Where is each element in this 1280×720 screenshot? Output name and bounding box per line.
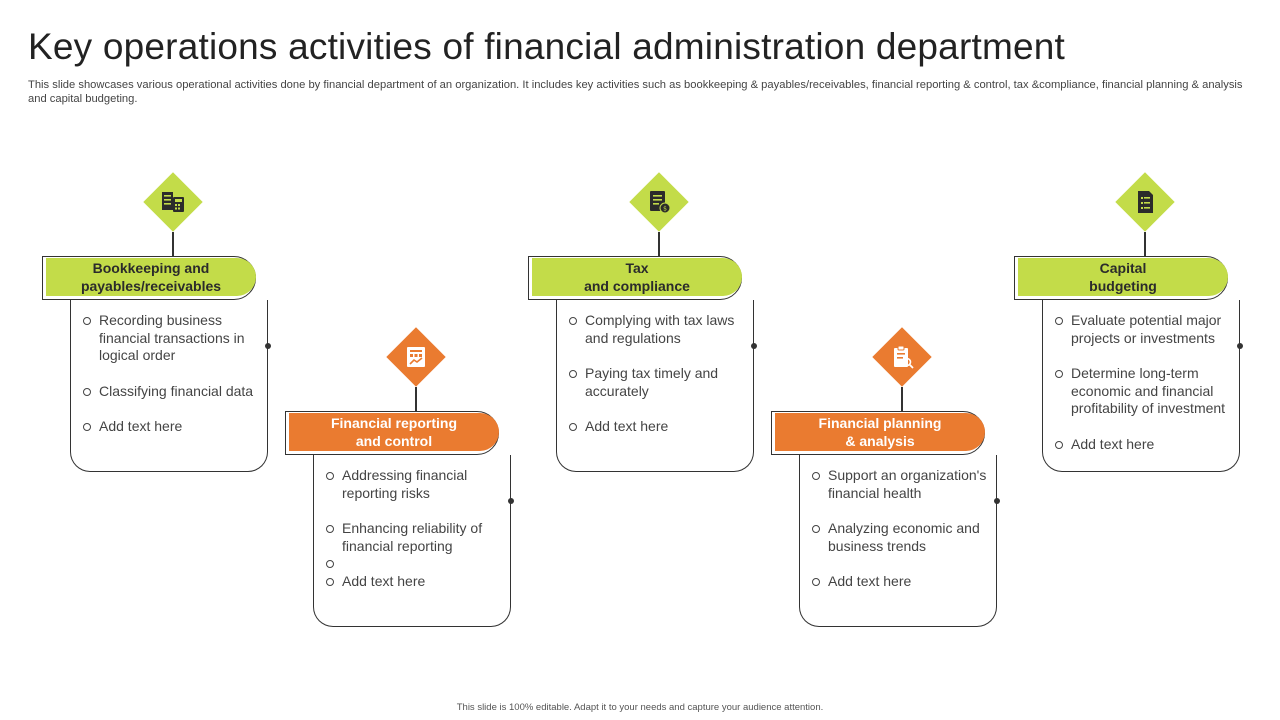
list-item: Classifying financial data	[81, 383, 269, 401]
svg-text:$: $	[663, 206, 667, 213]
planning-clipboard-icon	[872, 327, 932, 387]
tax-document-icon: $	[629, 172, 689, 232]
activity-card-financial-reporting: Financial reporting and control Addressi…	[285, 327, 525, 627]
activity-card-tax: $ Tax and compliance Complying with tax …	[528, 172, 768, 472]
activity-bullet-list: Addressing financial reporting risks Enh…	[324, 467, 512, 608]
activity-card-financial-planning: Financial planning & analysis Support an…	[771, 327, 1011, 627]
activity-card-capital-budgeting: Capital budgeting Evaluate potential maj…	[1014, 172, 1254, 472]
list-item	[324, 555, 512, 573]
activity-body: Complying with tax laws and regulations …	[556, 300, 757, 472]
activity-bullet-list: Evaluate potential major projects or inv…	[1053, 312, 1241, 471]
ledger-calculator-icon	[143, 172, 203, 232]
activity-bullet-list: Complying with tax laws and regulations …	[567, 312, 755, 454]
list-item: Complying with tax laws and regulations	[567, 312, 755, 347]
connector-dot	[1237, 343, 1243, 349]
activity-heading: Capital budgeting	[1018, 258, 1228, 296]
slide-title: Key operations activities of financial a…	[28, 26, 1066, 67]
footer-note: This slide is 100% editable. Adapt it to…	[456, 702, 824, 713]
list-item: Enhancing reliability of financial repor…	[324, 520, 512, 555]
activity-heading: Bookkeeping and payables/receivables	[46, 258, 256, 296]
activity-heading: Financial reporting and control	[289, 413, 499, 451]
connector-dot	[994, 498, 1000, 504]
activity-body: Support an organization's financial heal…	[799, 455, 1000, 627]
activity-bullet-list: Support an organization's financial heal…	[810, 467, 998, 609]
list-item: Analyzing economic and business trends	[810, 520, 998, 555]
connector-dot	[508, 498, 514, 504]
list-item: Add text here	[810, 573, 998, 591]
list-item: Evaluate potential major projects or inv…	[1053, 312, 1241, 347]
list-item: Recording business financial transaction…	[81, 312, 269, 365]
list-item: Add text here	[324, 573, 512, 591]
list-item: Paying tax timely and accurately	[567, 365, 755, 400]
activity-heading-pill: Financial reporting and control	[285, 411, 499, 455]
activity-bullet-list: Recording business financial transaction…	[81, 312, 269, 454]
list-item: Add text here	[81, 418, 269, 436]
list-item: Add text here	[567, 418, 755, 436]
financial-report-icon	[386, 327, 446, 387]
list-item: Support an organization's financial heal…	[810, 467, 998, 502]
activity-heading-pill: Bookkeeping and payables/receivables	[42, 256, 256, 300]
slide-subtitle: This slide showcases various operational…	[28, 79, 1243, 105]
activity-heading-pill: Tax and compliance	[528, 256, 742, 300]
connector-dot	[751, 343, 757, 349]
activity-card-bookkeeping: Bookkeeping and payables/receivables Rec…	[42, 172, 282, 472]
activity-heading-pill: Financial planning & analysis	[771, 411, 985, 455]
connector-dot	[265, 343, 271, 349]
activity-heading-pill: Capital budgeting	[1014, 256, 1228, 300]
activity-body: Evaluate potential major projects or inv…	[1042, 300, 1243, 472]
activity-heading: Tax and compliance	[532, 258, 742, 296]
activity-heading: Financial planning & analysis	[775, 413, 985, 451]
list-item: Determine long-term economic and financi…	[1053, 365, 1241, 418]
list-item: Addressing financial reporting risks	[324, 467, 512, 502]
list-item: Add text here	[1053, 436, 1241, 454]
activity-body: Addressing financial reporting risks Enh…	[313, 455, 514, 627]
activity-body: Recording business financial transaction…	[70, 300, 271, 472]
budget-document-icon	[1115, 172, 1175, 232]
